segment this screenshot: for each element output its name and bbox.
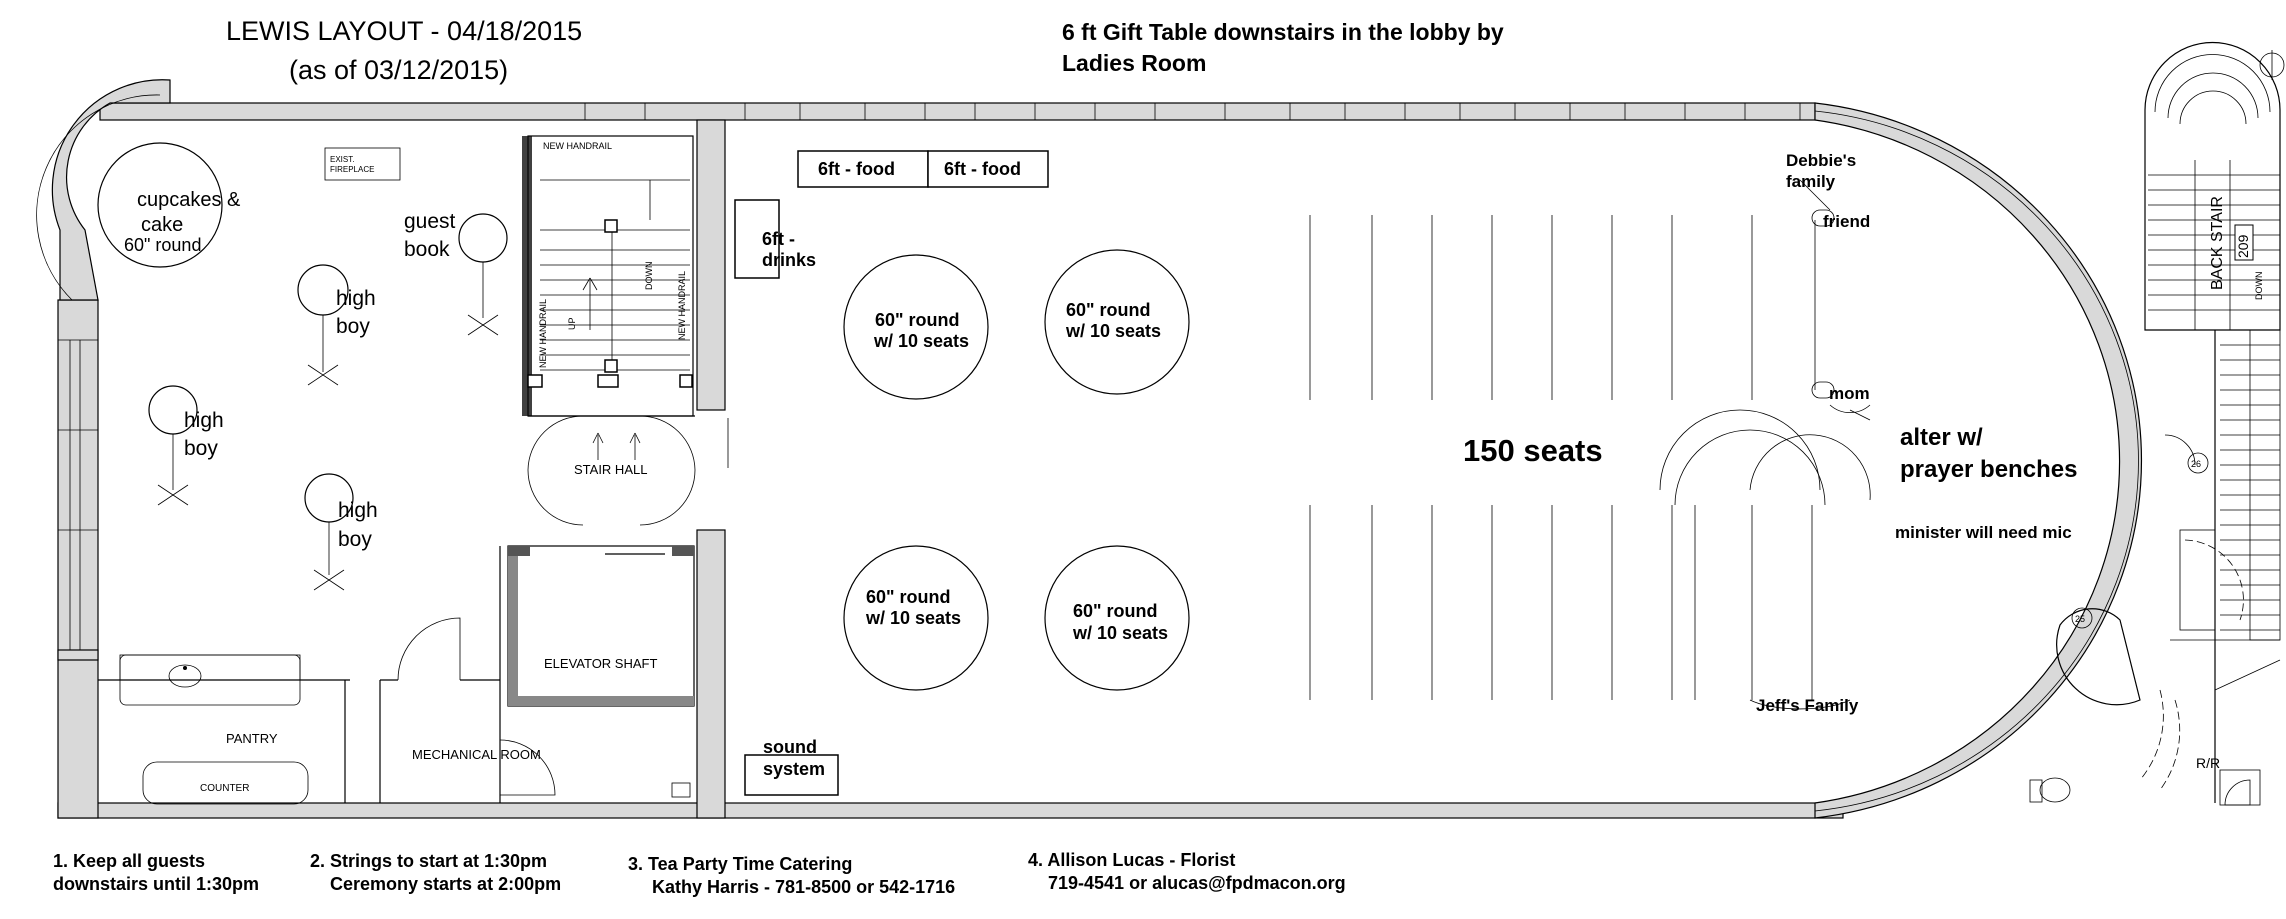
guest-book-table: guest book — [404, 210, 508, 336]
table-1-label-2: w/ 10 seats — [873, 331, 969, 351]
round-table-2: 60" round w/ 10 seats — [1044, 249, 1190, 395]
mechanical-room: MECHANICAL ROOM — [379, 546, 691, 803]
ceremony-rows — [1309, 179, 1871, 710]
highboy-c-label-1: high — [338, 499, 378, 522]
mom-seat — [1811, 381, 1835, 399]
marker-25: 25 — [2075, 614, 2085, 624]
drinks-label-2: drinks — [762, 250, 816, 270]
fireplace-label-1: EXIST. — [330, 155, 354, 164]
table-2-label-2: w/ 10 seats — [1065, 321, 1161, 341]
back-down-label: DOWN — [2254, 272, 2264, 301]
gift-table-note-2: Ladies Room — [1062, 50, 1206, 76]
highboy-a-label-1: high — [336, 287, 376, 310]
drinks-table: 6ft - drinks — [734, 199, 816, 279]
sound-label-1: sound — [763, 737, 817, 757]
round-table-4: 60" round w/ 10 seats — [1044, 545, 1190, 691]
cupcake-table: cupcakes & cake 60" round — [97, 142, 241, 268]
elevator-shaft-label: ELEVATOR SHAFT — [544, 656, 657, 671]
fireplace: EXIST. FIREPLACE — [324, 147, 401, 181]
debbie-label-2: family — [1786, 172, 1836, 191]
friend-label: friend — [1823, 212, 1870, 231]
drinks-label-1: 6ft - — [762, 229, 795, 249]
highboy-a-label-2: boy — [336, 315, 370, 338]
friend-seat — [1811, 209, 1835, 227]
back-stair-number: 209 — [2235, 234, 2251, 258]
pantry-label: PANTRY — [226, 731, 278, 746]
pantry: PANTRY COUNTER — [98, 654, 350, 805]
counter-label: COUNTER — [200, 783, 249, 794]
cupcakes-label-3: 60" round — [124, 235, 201, 255]
marker-26: 26 — [2191, 459, 2201, 469]
sound-label-2: system — [763, 759, 825, 779]
cupcakes-label-1: cupcakes & — [137, 189, 241, 211]
note-4-line-2: 719-4541 or alucas@fpdmacon.org — [1048, 873, 1346, 893]
notes: 1. Keep all guests downstairs until 1:30… — [53, 850, 1346, 897]
food-table-2-label: 6ft - food — [944, 159, 1021, 179]
layout-title: LEWIS LAYOUT - 04/18/2015 — [226, 16, 582, 46]
note-3-line-1: 3. Tea Party Time Catering — [628, 854, 852, 874]
exterior-walls — [36, 79, 2143, 819]
gift-table-note-1: 6 ft Gift Table downstairs in the lobby … — [1062, 19, 1504, 45]
alter-label-1: alter w/ — [1900, 424, 1983, 451]
highboy-c-label-2: boy — [338, 528, 372, 551]
round-table-3: 60" round w/ 10 seats — [843, 545, 989, 691]
new-handrail-label: NEW HANDRAIL — [543, 141, 612, 151]
rr-label: R/R — [2196, 755, 2220, 771]
layout-subtitle: (as of 03/12/2015) — [289, 55, 508, 85]
table-4-label-2: w/ 10 seats — [1072, 623, 1168, 643]
sound-system: sound system — [744, 737, 839, 796]
back-stair: BACK STAIR 209 DOWN 26 25 — [2029, 41, 2285, 806]
jeff-family-label: Jeff's Family — [1756, 696, 1859, 715]
high-boy-c: high boy — [304, 473, 378, 591]
high-boy-a: high boy — [297, 264, 376, 386]
highboy-b-label-2: boy — [184, 437, 218, 460]
minister-label: minister will need mic — [1895, 523, 2072, 542]
back-stair-label: BACK STAIR — [2209, 196, 2226, 290]
round-table-1: 60" round w/ 10 seats — [843, 254, 989, 400]
note-4-line-1: 4. Allison Lucas - Florist — [1028, 850, 1235, 870]
table-3-label-2: w/ 10 seats — [865, 608, 961, 628]
fireplace-label-2: FIREPLACE — [330, 165, 374, 174]
seat-count-label: 150 seats — [1463, 433, 1603, 468]
new-handrail-left-label: NEW HANDRAIL — [538, 299, 548, 368]
guest-label-1: guest — [404, 210, 456, 233]
note-3-line-2: Kathy Harris - 781-8500 or 542-1716 — [652, 877, 955, 897]
elevator-shaft: ELEVATOR SHAFT — [507, 545, 695, 707]
note-1-line-2: downstairs until 1:30pm — [53, 874, 259, 894]
mechanical-room-label: MECHANICAL ROOM — [412, 747, 541, 762]
table-1-label-1: 60" round — [875, 310, 960, 330]
table-2-label-1: 60" round — [1066, 300, 1151, 320]
stair-hall-label: STAIR HALL — [574, 462, 647, 477]
table-4-label-1: 60" round — [1073, 601, 1158, 621]
up-label: UP — [567, 317, 577, 330]
alter-label-2: prayer benches — [1900, 456, 2077, 483]
food-tables: 6ft - food 6ft - food — [797, 150, 1049, 188]
note-2-line-2: Ceremony starts at 2:00pm — [330, 874, 561, 894]
header: LEWIS LAYOUT - 04/18/2015 (as of 03/12/2… — [226, 16, 1504, 85]
high-boy-b: high boy — [148, 385, 224, 506]
guest-label-2: book — [404, 238, 450, 261]
mom-label: mom — [1829, 384, 1870, 403]
note-2-line-1: 2. Strings to start at 1:30pm — [310, 851, 547, 871]
cupcakes-label-2: cake — [141, 214, 183, 236]
stair-hall: STAIR HALL — [527, 415, 696, 526]
note-1-line-1: 1. Keep all guests — [53, 851, 205, 871]
stairwell: NEW HANDRAIL NEW HANDRAIL NEW HANDRAIL U… — [527, 141, 693, 388]
table-3-label-1: 60" round — [866, 587, 951, 607]
debbie-label-1: Debbie's — [1786, 151, 1856, 170]
highboy-b-label-1: high — [184, 409, 224, 432]
down-label: DOWN — [644, 262, 654, 291]
food-table-1-label: 6ft - food — [818, 159, 895, 179]
new-handrail-right-label: NEW HANDRAIL — [677, 271, 687, 340]
